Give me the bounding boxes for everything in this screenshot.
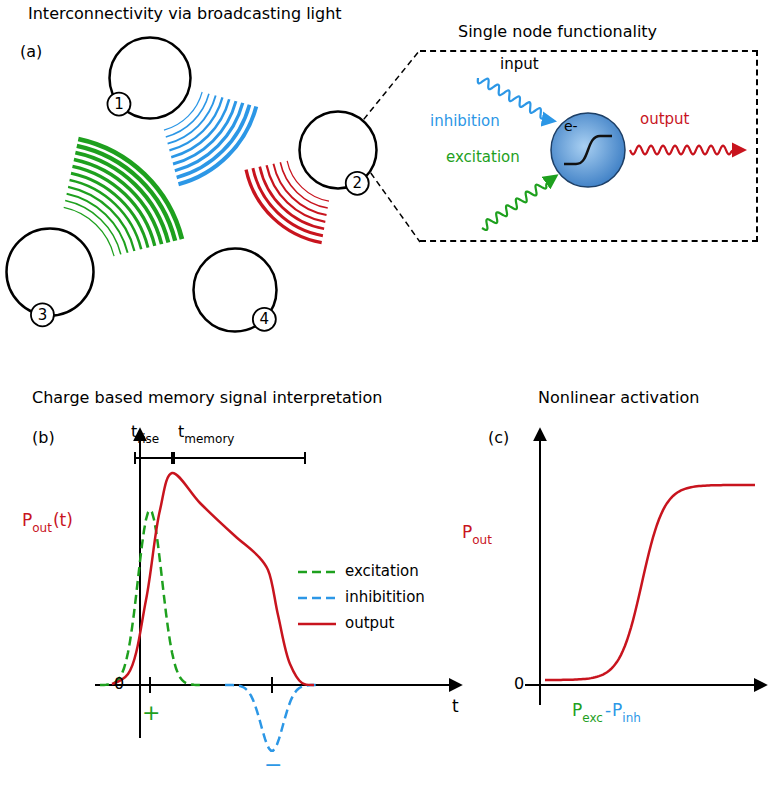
figure-label: 0 bbox=[514, 674, 524, 693]
neuron-ring: 1 bbox=[108, 36, 192, 120]
light-wave-arc bbox=[78, 139, 182, 239]
figure-label: (b) bbox=[32, 428, 55, 447]
light-wave-arc bbox=[178, 106, 256, 184]
figure-label: P bbox=[22, 510, 32, 530]
photon-arrow bbox=[482, 176, 556, 230]
axis-tick bbox=[149, 677, 151, 693]
callout-number: 4 bbox=[260, 310, 270, 328]
time-bracket bbox=[174, 452, 305, 464]
figure-label: Nonlinear activation bbox=[538, 388, 699, 407]
excitation-pulse bbox=[100, 510, 200, 685]
figure-label: P bbox=[572, 700, 582, 720]
ring-outline bbox=[5, 227, 95, 317]
figure-label: out bbox=[32, 521, 52, 535]
figure-label: inhibition bbox=[430, 112, 500, 130]
cell-body bbox=[550, 112, 626, 188]
inhibition-pulse bbox=[225, 685, 319, 751]
figure-label: (c) bbox=[488, 428, 509, 447]
figure-label: P bbox=[462, 522, 472, 542]
figure-label: out bbox=[472, 533, 492, 547]
charge-label: e- bbox=[564, 118, 578, 135]
legend-sample bbox=[298, 623, 336, 626]
activation-curve bbox=[545, 485, 755, 680]
callout-number: 1 bbox=[114, 95, 124, 113]
ring-outline bbox=[298, 110, 378, 190]
figure-label: - bbox=[605, 700, 611, 720]
figure-label: rise bbox=[137, 432, 159, 446]
figure-label: excitation bbox=[446, 148, 520, 166]
number-badge bbox=[253, 308, 276, 331]
figure-label: + bbox=[142, 700, 160, 726]
photon-arrow bbox=[630, 146, 744, 155]
broadcast-arcs bbox=[64, 92, 329, 256]
figure-label: Interconnectivity via broadcasting light bbox=[28, 4, 342, 23]
legend-entry: output bbox=[345, 614, 394, 632]
figure-label: (a) bbox=[20, 42, 42, 61]
box-heading: Single node functionality bbox=[458, 22, 657, 41]
neuron-cell: e- bbox=[550, 112, 626, 188]
figure-label: input bbox=[500, 55, 539, 73]
zoom-box: Single node functionalitye- bbox=[420, 50, 758, 242]
sigmoid-symbol bbox=[564, 136, 612, 164]
neuron-ring: 3 bbox=[5, 227, 95, 317]
figure-label: t bbox=[178, 422, 184, 441]
zoom-line bbox=[371, 173, 420, 242]
number-badge bbox=[31, 303, 54, 326]
light-wave-arc bbox=[246, 170, 322, 243]
legend-sample bbox=[298, 597, 336, 600]
figure-label: t bbox=[131, 422, 137, 441]
figure-label: − bbox=[264, 752, 282, 778]
figure-label: inh bbox=[622, 711, 641, 725]
figure-label: t bbox=[452, 696, 459, 716]
axis-tick bbox=[271, 677, 273, 693]
neuron-ring: 4 bbox=[192, 247, 278, 333]
x-axis bbox=[525, 684, 765, 686]
number-badge bbox=[107, 93, 130, 116]
figure-label: memory bbox=[184, 432, 234, 446]
callout-number: 2 bbox=[352, 174, 362, 192]
light-wave-arc bbox=[171, 99, 229, 157]
legend-sample bbox=[298, 571, 336, 574]
figure-label: (t) bbox=[53, 510, 73, 530]
callout-number: 3 bbox=[38, 306, 48, 324]
zoom-line bbox=[364, 50, 420, 119]
figure-label: output bbox=[640, 110, 689, 128]
output-trace bbox=[112, 473, 314, 685]
time-bracket bbox=[135, 452, 172, 464]
figure-label: exc bbox=[582, 711, 603, 725]
figure-label: P bbox=[612, 700, 622, 720]
number-badge bbox=[346, 172, 369, 195]
y-axis bbox=[139, 430, 141, 738]
figure-label: Charge based memory signal interpretatio… bbox=[32, 388, 382, 407]
figure-label: 0 bbox=[114, 674, 124, 693]
legend-entry: inhibitition bbox=[345, 588, 425, 606]
y-axis bbox=[539, 430, 541, 705]
legend-entry: excitation bbox=[345, 562, 419, 580]
neuron-ring: 2 bbox=[298, 110, 378, 190]
